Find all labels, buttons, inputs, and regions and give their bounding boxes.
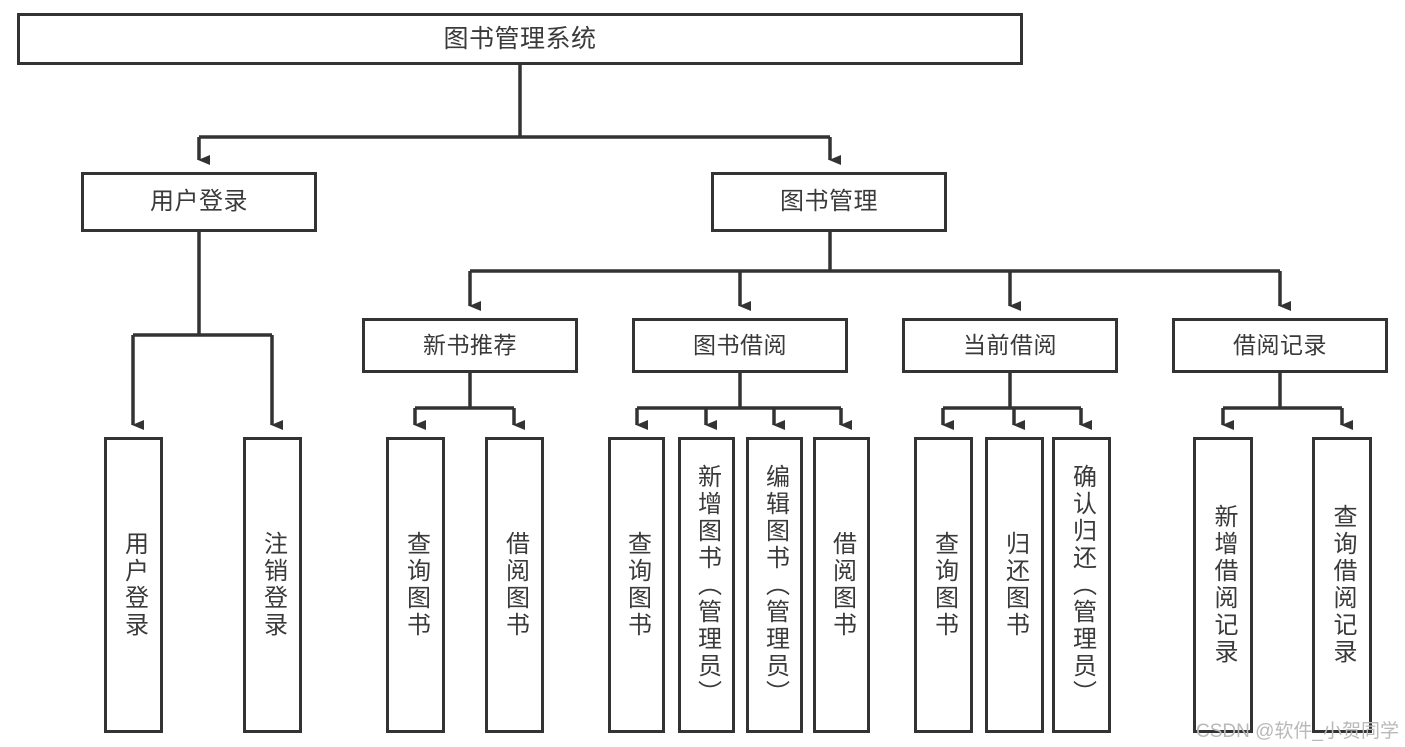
- root-connectors: [197, 65, 841, 165]
- leaf-node[interactable]: 查询图书: [914, 437, 973, 733]
- leaf-node[interactable]: 查询借阅记录: [1312, 437, 1372, 733]
- leaf-node[interactable]: 查询图书: [608, 437, 665, 733]
- node-label: 查询借阅记录: [1329, 504, 1356, 666]
- node-label: 新增图书（管理员）: [693, 463, 721, 707]
- node-current-borrow[interactable]: 当前借阅: [902, 318, 1118, 373]
- leaf-node[interactable]: 确认归还（管理员）: [1052, 437, 1111, 733]
- node-book-management[interactable]: 图书管理: [711, 172, 947, 232]
- current-borrow-connectors: [941, 373, 1092, 430]
- node-label: 新增借阅记录: [1210, 504, 1237, 666]
- leaf-node[interactable]: 注销登录: [243, 437, 302, 733]
- new-book-connectors: [413, 373, 525, 430]
- node-label: 用户登录: [150, 188, 248, 216]
- node-label: 用户登录: [120, 531, 148, 639]
- node-borrow-record[interactable]: 借阅记录: [1172, 318, 1388, 373]
- leaf-node[interactable]: 借阅图书: [485, 437, 544, 733]
- node-label: 借阅记录: [1233, 332, 1327, 359]
- node-label: 借阅图书: [828, 531, 856, 639]
- node-book-borrow[interactable]: 图书借阅: [632, 318, 848, 373]
- leaf-node[interactable]: 新增借阅记录: [1193, 437, 1253, 733]
- node-label: 新书推荐: [423, 332, 517, 359]
- node-root-system[interactable]: 图书管理系统: [17, 13, 1023, 65]
- node-label: 当前借阅: [963, 332, 1057, 359]
- leaf-node[interactable]: 用户登录: [104, 437, 163, 733]
- node-label: 查询图书: [623, 531, 651, 639]
- node-label: 注销登录: [259, 531, 287, 639]
- user-login-connectors: [131, 232, 283, 430]
- borrow-record-connectors: [1221, 373, 1353, 430]
- leaf-node[interactable]: 查询图书: [386, 437, 445, 733]
- node-user-login[interactable]: 用户登录: [81, 172, 317, 232]
- node-label: 图书管理系统: [443, 24, 597, 53]
- node-label: 查询图书: [930, 531, 958, 639]
- node-label: 编辑图书（管理员）: [761, 463, 789, 707]
- leaf-node[interactable]: 归还图书: [985, 437, 1044, 733]
- book-manage-connectors: [468, 232, 1291, 311]
- node-new-book-recommend[interactable]: 新书推荐: [362, 318, 578, 373]
- node-label: 确认归还（管理员）: [1068, 463, 1096, 707]
- node-label: 查询图书: [402, 531, 430, 639]
- node-label: 图书管理: [780, 188, 878, 216]
- leaf-node[interactable]: 新增图书（管理员）: [678, 437, 735, 733]
- leaf-node[interactable]: 编辑图书（管理员）: [746, 437, 803, 733]
- node-label: 借阅图书: [501, 531, 529, 639]
- node-label: 图书借阅: [693, 332, 787, 359]
- leaf-node[interactable]: 借阅图书: [813, 437, 870, 733]
- node-label: 归还图书: [1001, 531, 1029, 639]
- borrow-book-connectors: [635, 373, 852, 430]
